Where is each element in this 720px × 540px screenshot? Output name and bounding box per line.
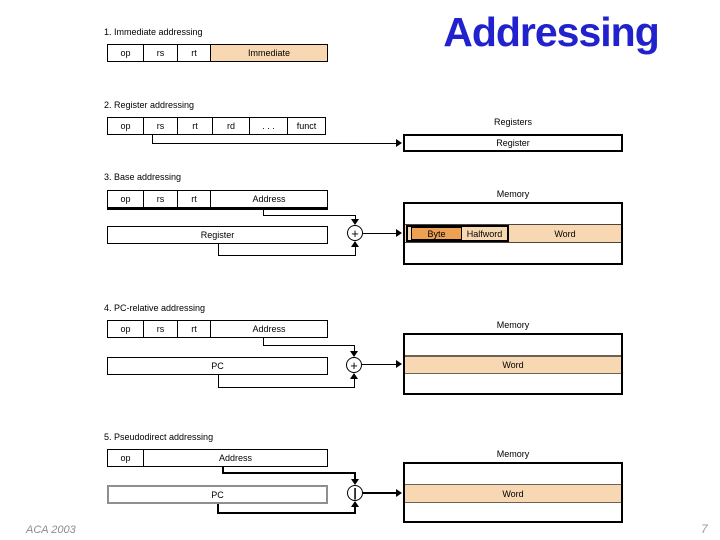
connector-line [222,467,224,474]
connector-line [363,492,396,494]
field-address: Address [218,453,253,463]
field-rt: rt [178,321,211,337]
connector-line [218,244,219,256]
arrowhead-right-icon [396,360,402,368]
field-rs: rs [144,321,178,337]
footer-course-label: ACA 2003 [26,524,76,536]
connector-line [362,364,396,365]
field-rs: rs [144,118,178,134]
instruction-format-pseudodirect: op Address [107,449,328,467]
field-op: op [108,321,144,337]
section-3-label: 3. Base addressing [104,172,182,182]
pc-box: PC [107,485,328,504]
connector-line [263,215,356,216]
word-label: Word [502,360,524,370]
concat-bar-icon: | [353,486,357,500]
word-label: Word [502,488,524,499]
arrowhead-down-icon [351,479,359,485]
field-op: op [108,191,144,207]
arrowhead-up-icon [351,241,359,247]
slide-title: Addressing [443,9,660,55]
field-op: op [108,45,144,61]
memory-word-row: Byte Halfword Word [405,224,621,243]
register-box: Register [403,134,623,152]
concatenator-circle: | [347,485,363,501]
halfword-cell: Byte Halfword [406,225,509,242]
section-4-label: 4. PC-relative addressing [104,303,206,313]
field-op: op [108,118,144,134]
byte-cell: Byte [411,227,462,240]
connector-line [217,512,356,514]
arrowhead-up-icon [351,501,359,507]
word-label: Word [554,228,576,239]
memory-title: Memory [496,189,530,199]
page-number: 7 [701,522,708,536]
arrowhead-right-icon [396,229,402,237]
field-rt: rt [178,45,211,61]
section-2-label: 2. Register addressing [104,100,195,110]
field-immediate: Immediate [211,45,327,61]
connector-line [363,233,396,234]
field-rt: rt [178,191,211,207]
field-rt: rt [178,118,213,134]
connector-line [354,345,355,351]
connector-line [218,255,356,256]
connector-line [217,504,219,514]
arrowhead-right-icon [396,139,402,147]
adder-circle: + [347,225,363,241]
connector-line [263,345,355,346]
registers-title: Registers [493,117,532,127]
field-address: Address [252,324,286,334]
section-5-label: 5. Pseudodirect addressing [104,432,214,442]
connector-line [354,506,356,514]
plus-icon: + [351,225,359,241]
arrowhead-down-icon [350,351,358,357]
section-1-label: 1. Immediate addressing [104,27,203,37]
memory-word-row: Word [405,484,621,503]
arrowhead-up-icon [350,373,358,379]
connector-line [218,387,355,388]
instruction-format-register: op rs rt rd . . . funct [107,117,326,135]
instruction-format-immediate: op rs rt Immediate [107,44,328,62]
connector-line [222,472,356,474]
pc-box: PC [107,357,328,375]
arrowhead-down-icon [351,219,359,225]
connector-line [354,472,356,479]
instruction-format-base: op rs rt Address [107,190,328,210]
connector-line [218,375,219,388]
field-rs: rs [144,45,178,61]
connector-line [263,338,264,346]
register-box: Register [107,226,328,244]
instruction-format-pc-relative: op rs rt Address [107,320,328,338]
connector-line [355,247,356,256]
field-funct: funct [296,121,317,131]
arrowhead-right-icon [396,489,402,497]
memory-box: Word [403,462,623,523]
connector-line [354,379,355,388]
connector-line [152,135,153,144]
connector-line [355,215,356,220]
memory-title: Memory [496,320,530,330]
memory-word-row: Word [405,355,621,374]
field-rs: rs [144,191,178,207]
memory-title: Memory [496,449,530,459]
memory-box: Byte Halfword Word [403,202,623,265]
connector-line [263,210,264,216]
memory-box: Word [403,333,623,395]
field-rd: rd [213,118,250,134]
connector-line [152,143,397,144]
halfword-label: Halfword [466,228,503,239]
field-address: Address [252,194,286,204]
field-dots: . . . [250,118,288,134]
plus-icon: + [350,357,358,373]
adder-circle: + [346,357,362,373]
field-op: op [108,450,144,466]
